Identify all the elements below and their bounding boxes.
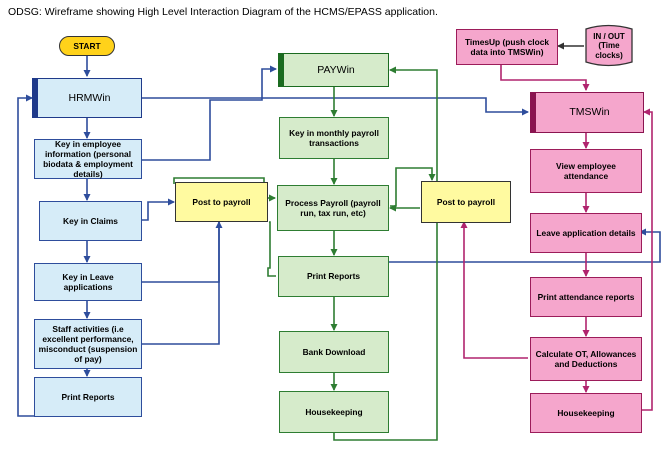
edge-print-left-post xyxy=(267,221,276,277)
key-claims-node: Key in Claims xyxy=(39,201,142,241)
edge-housekeeping-loop-tmswin xyxy=(642,108,653,411)
start-node: START xyxy=(59,36,115,56)
paywin-node: PAYWin xyxy=(278,53,389,87)
edge-hrmwin-tmswin xyxy=(141,97,529,116)
edge-pay-print-tmswin xyxy=(388,228,661,263)
bank-download-node: Bank Download xyxy=(279,331,389,373)
in-out-node: IN / OUT (Time clocks) xyxy=(593,31,625,60)
leave-application-details-node: Leave application details xyxy=(530,213,642,253)
key-monthly-payroll-node: Key in monthly payroll transactions xyxy=(279,117,389,159)
tms-housekeeping-node: Housekeeping xyxy=(530,393,642,433)
edge-housekeeping-loop-paywin xyxy=(333,66,438,441)
key-employee-node: Key in employee information (personal bi… xyxy=(34,139,142,179)
edge-calc-post-right xyxy=(460,221,528,359)
staff-activities-node: Staff activities (i.e excellent performa… xyxy=(34,319,142,369)
post-payroll-left-node: Post to payroll xyxy=(175,182,268,222)
in-out-tape-shape xyxy=(585,24,633,67)
pay-housekeeping-node: Housekeeping xyxy=(279,391,389,433)
edge-employee-paywin xyxy=(141,65,277,161)
hrm-print-reports-node: Print Reports xyxy=(34,377,142,417)
hrmwin-node: HRMWin xyxy=(32,78,142,118)
edge-leave-post xyxy=(141,221,223,283)
post-payroll-right-node: Post to payroll xyxy=(421,181,511,223)
view-attendance-node: View employee attendance xyxy=(530,149,642,193)
edge-timesup-tmswin xyxy=(500,64,590,91)
timesup-node: TimesUp (push clock data into TMSWin) xyxy=(456,29,558,65)
print-attendance-node: Print attendance reports xyxy=(530,277,642,317)
calc-ot-node: Calculate OT, Allowances and Deductions xyxy=(530,337,642,381)
process-payroll-node: Process Payroll (payroll run, tax run, e… xyxy=(277,185,389,231)
pay-print-reports-node: Print Reports xyxy=(278,256,389,297)
key-leave-node: Key in Leave applications xyxy=(34,263,142,301)
edge-claims-post xyxy=(141,198,175,221)
edge-staff-post xyxy=(141,222,220,345)
edge-process-post-right xyxy=(390,167,436,207)
edge-print-loop-hrmwin xyxy=(17,94,34,417)
diagram-caption: ODSG: Wireframe showing High Level Inter… xyxy=(8,6,438,18)
tmswin-node: TMSWin xyxy=(530,92,644,133)
